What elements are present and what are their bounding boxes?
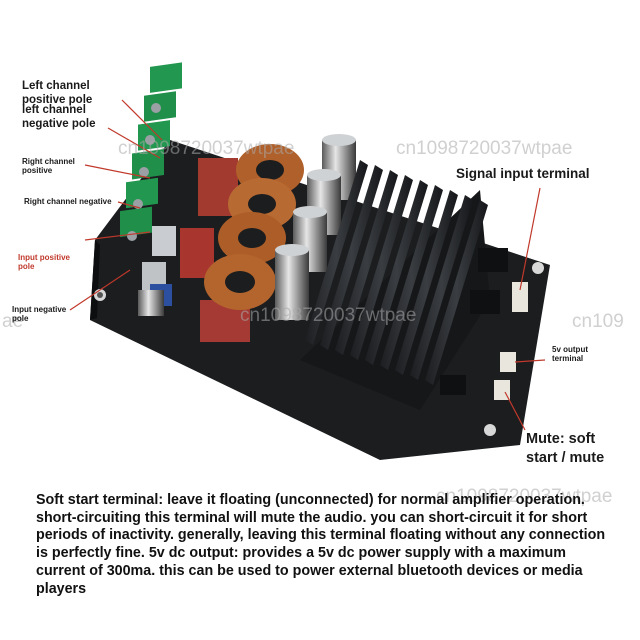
label-mute: Mute: soft start / mute [526,431,605,466]
toroid-coils [204,144,304,310]
label-right-negative: Right channel negative [24,197,112,206]
electrolytic-capacitors [138,134,356,320]
ic-chip [440,375,466,395]
label-input-positive: Input positive pole [18,253,70,272]
label-5v-output: 5v output terminal [552,345,588,364]
description-text: Soft start terminal: leave it floating (… [36,492,606,597]
output-5v-connector [500,352,516,372]
label-input-negative: Input negative pole [12,305,67,324]
label-left-positive: Left channel positive pole [22,80,93,106]
mount-hole [484,424,496,436]
small-capacitor [152,226,176,256]
label-right-positive: Right channel positive [22,157,75,176]
signal-connector [512,282,528,312]
label-signal-input: Signal input terminal [456,166,590,181]
mount-hole [97,292,103,298]
label-left-negative: left channel negative pole [22,104,96,130]
ic-chip [478,248,508,272]
heatsink [300,160,490,410]
ic-chip [470,290,500,314]
annotation-arrows [69,99,546,431]
mount-hole [532,262,544,274]
